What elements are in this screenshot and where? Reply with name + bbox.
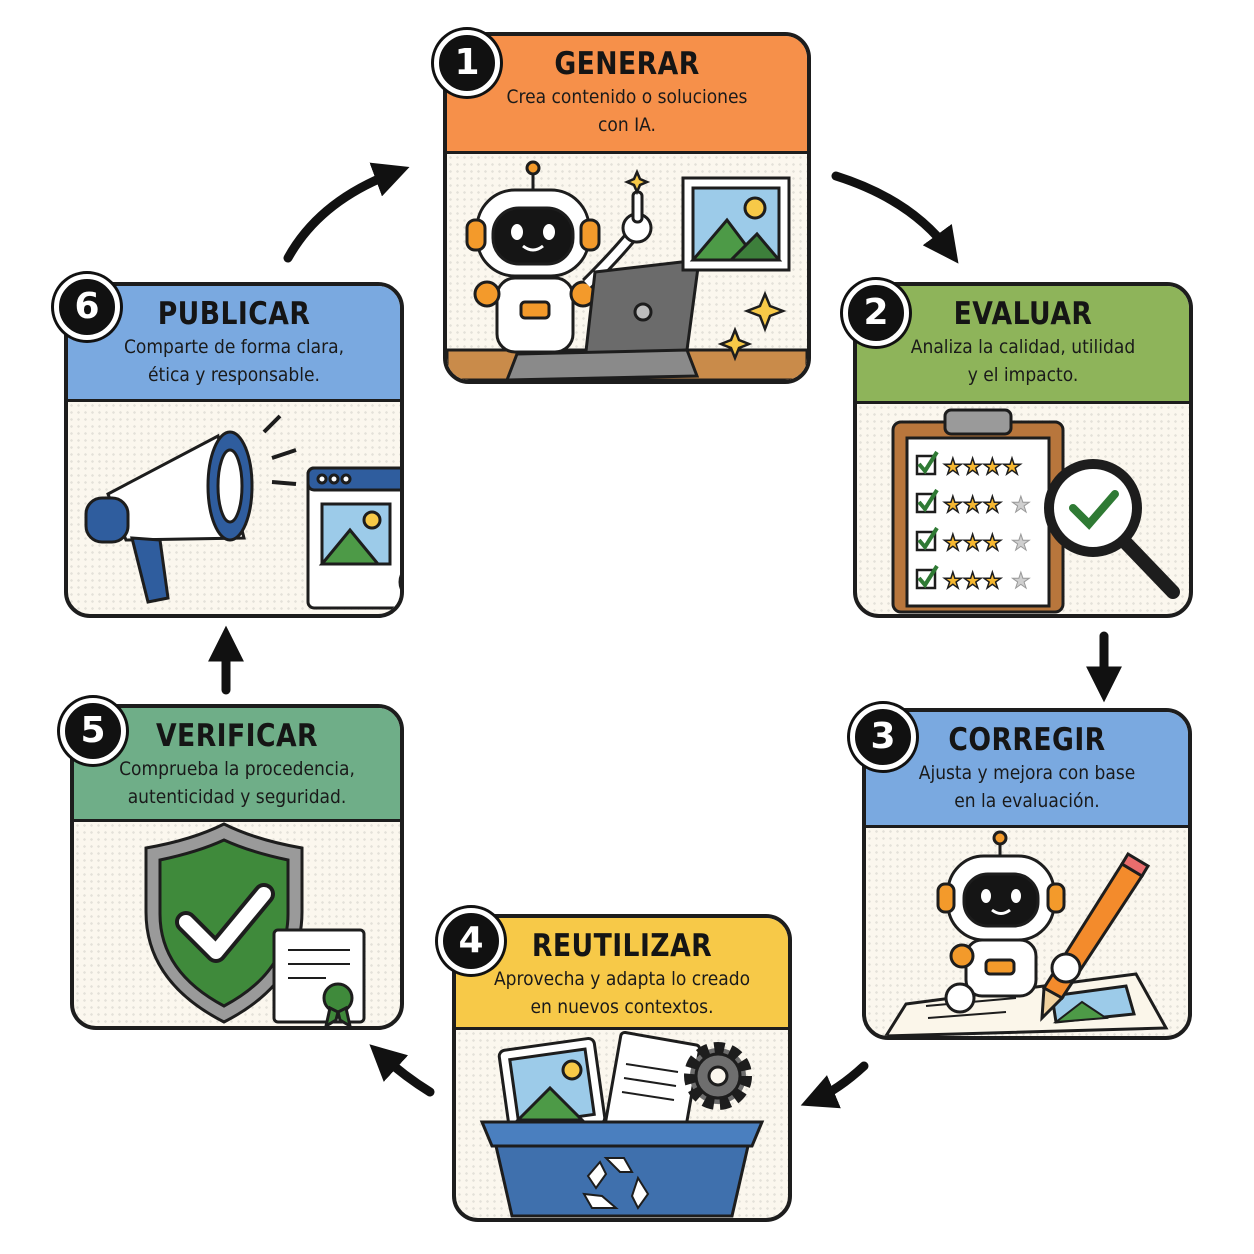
browser-window-icon bbox=[306, 466, 400, 610]
svg-text:★: ★ bbox=[1011, 493, 1031, 518]
arrow-1-to-2 bbox=[831, 171, 959, 264]
step-desc-line2: y el impacto. bbox=[967, 364, 1079, 386]
pencil-icon bbox=[1040, 851, 1151, 1022]
step-card-corregir: CORREGIR Ajusta y mejora con base en la … bbox=[862, 708, 1192, 1040]
robot-icon bbox=[936, 830, 1066, 1014]
step-illustration bbox=[74, 822, 400, 1026]
step-number-badge: 6 bbox=[54, 274, 120, 340]
step-illustration bbox=[456, 1030, 788, 1218]
step-title: PUBLICAR bbox=[157, 296, 311, 332]
step-header: PUBLICAR Comparte de forma clara, ética … bbox=[68, 286, 400, 402]
step-number-badge: 5 bbox=[60, 698, 126, 764]
svg-text:★: ★ bbox=[1011, 569, 1031, 594]
step-number-badge: 3 bbox=[850, 704, 916, 770]
step-desc-line1: Ajusta y mejora con base bbox=[918, 762, 1136, 784]
magnifier-check-icon bbox=[1044, 459, 1180, 599]
shield-check-icon bbox=[144, 822, 304, 1024]
clipboard-checklist-icon bbox=[891, 408, 1065, 614]
step-title: EVALUAR bbox=[953, 296, 1093, 332]
svg-text:★★★: ★★★ bbox=[943, 493, 1002, 518]
step-number-badge: 1 bbox=[434, 30, 500, 96]
step-desc-line1: Comprueba la procedencia, bbox=[119, 758, 355, 780]
step-illustration bbox=[866, 828, 1188, 1036]
step-header: VERIFICAR Comprueba la procedencia, aute… bbox=[74, 708, 400, 822]
step-card-verificar: VERIFICAR Comprueba la procedencia, aute… bbox=[70, 704, 404, 1030]
step-title: REUTILIZAR bbox=[531, 928, 713, 964]
star-rating-icon: ★★★★ ★★★ ★★★ ★★★ bbox=[942, 454, 1022, 595]
svg-text:★★★★: ★★★★ bbox=[943, 455, 1022, 480]
document-icon bbox=[884, 972, 1169, 1036]
step-card-evaluar: EVALUAR Analiza la calidad, utilidad y e… bbox=[853, 282, 1193, 618]
step-desc-line1: Comparte de forma clara, bbox=[123, 336, 345, 358]
step-header: EVALUAR Analiza la calidad, utilidad y e… bbox=[857, 286, 1189, 404]
step-desc-line2: ética y responsable. bbox=[148, 364, 320, 386]
step-title: VERIFICAR bbox=[155, 718, 319, 754]
step-illustration: ★★★★ ★★★ ★★★ ★★★ ★ ★ ★ bbox=[857, 404, 1189, 614]
step-illustration bbox=[68, 402, 400, 614]
step-number-badge: 4 bbox=[438, 908, 504, 974]
svg-text:★: ★ bbox=[1011, 531, 1031, 556]
arrow-6-to-1 bbox=[283, 162, 410, 263]
step-desc-line2: en nuevos contextos. bbox=[530, 996, 714, 1018]
robot-icon bbox=[465, 160, 653, 354]
step-desc-line1: Aprovecha y adapta lo creado bbox=[493, 968, 751, 990]
recycle-bin-icon bbox=[479, 1120, 765, 1218]
step-desc-line2: en la evaluación. bbox=[954, 790, 1100, 812]
step-header: GENERAR Crea contenido o soluciones con … bbox=[447, 36, 807, 154]
step-card-reutilizar: REUTILIZAR Aprovecha y adapta lo creado … bbox=[452, 914, 792, 1222]
step-desc-line1: Crea contenido o soluciones bbox=[506, 86, 748, 108]
certificate-icon bbox=[272, 928, 366, 1026]
image-frame-icon bbox=[497, 1037, 607, 1137]
step-header: CORREGIR Ajusta y mejora con base en la … bbox=[866, 712, 1188, 828]
checklist-rows bbox=[915, 450, 939, 590]
laptop-icon bbox=[505, 258, 701, 380]
step-desc-line1: Analiza la calidad, utilidad bbox=[910, 336, 1136, 358]
step-desc-line2: autenticidad y seguridad. bbox=[127, 786, 347, 808]
svg-text:★★★: ★★★ bbox=[943, 569, 1002, 594]
step-header: REUTILIZAR Aprovecha y adapta lo creado … bbox=[456, 918, 788, 1030]
gear-icon bbox=[684, 1042, 752, 1110]
step-title: GENERAR bbox=[554, 46, 700, 82]
image-frame-icon bbox=[681, 176, 791, 272]
step-title: CORREGIR bbox=[948, 722, 1106, 758]
step-number-badge: 2 bbox=[843, 280, 909, 346]
step-card-publicar: PUBLICAR Comparte de forma clara, ética … bbox=[64, 282, 404, 618]
step-card-generar: GENERAR Crea contenido o soluciones con … bbox=[443, 32, 811, 384]
megaphone-icon bbox=[84, 414, 297, 604]
step-illustration bbox=[447, 154, 807, 380]
svg-text:★★★: ★★★ bbox=[943, 531, 1002, 556]
sparkle-icon bbox=[623, 168, 787, 362]
arrow-3-to-4 bbox=[800, 1061, 869, 1109]
arrow-4-to-5 bbox=[369, 1044, 435, 1097]
step-desc-line2: con IA. bbox=[598, 114, 656, 136]
